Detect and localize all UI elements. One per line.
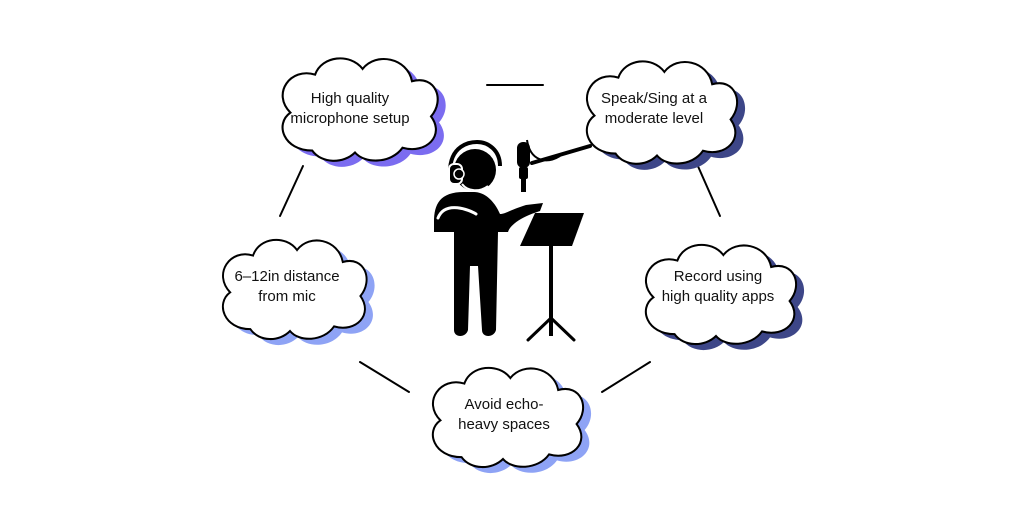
headphones-icon (448, 139, 502, 192)
connector-upper-left (279, 165, 304, 217)
tip-high-quality-microphone: High quality microphone setup (290, 90, 410, 127)
connector-upper-right (696, 163, 721, 217)
music-stand-icon (520, 213, 584, 342)
tip-avoid-echo: Avoid echo- heavy spaces (458, 396, 550, 433)
tip-moderate-level: Speak/Sing at a moderate level (601, 90, 707, 127)
connector-lower-left (359, 361, 410, 393)
connector-lines (279, 84, 721, 393)
studio-microphone-icon (517, 139, 592, 192)
connector-lower-right (601, 361, 651, 393)
tip-mic-distance: 6–12in distance from mic (234, 268, 340, 305)
tip-quality-apps: Record using high quality apps (661, 268, 775, 305)
singer-figure (434, 149, 543, 336)
singer-illustration (434, 139, 592, 342)
